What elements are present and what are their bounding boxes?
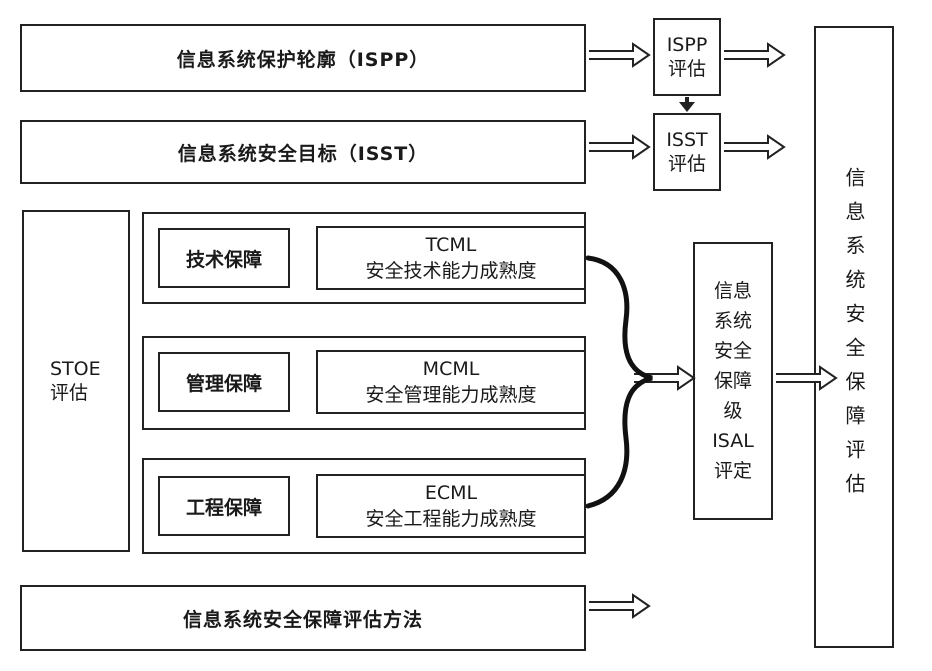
isal-line: 级 (723, 400, 743, 422)
ecml-box: ECML 安全工程能力成熟度 (316, 474, 586, 538)
stoe-eval-label: 评估 (50, 382, 89, 404)
arrow-ispp-eval-to-final (723, 43, 785, 67)
arrow-method-to-final (588, 594, 650, 618)
eng-assurance-box: 工程保障 (158, 476, 290, 536)
eng-assurance-label: 工程保障 (185, 496, 262, 519)
isal-line: 系统 (713, 310, 752, 332)
isst-row-label: 信息系统安全目标（ISST） (177, 142, 429, 165)
method-row-label: 信息系统安全保障评估方法 (182, 608, 423, 631)
ecml-desc: 安全工程能力成熟度 (365, 508, 537, 530)
ecml-code: ECML (424, 482, 478, 504)
mgmt-assurance-box: 管理保障 (158, 352, 290, 412)
isal-line: 安全 (713, 340, 752, 362)
mcml-box: MCML 安全管理能力成熟度 (316, 350, 586, 414)
ispp-eval-code: ISPP (666, 34, 708, 56)
tech-assurance-box: 技术保障 (158, 228, 290, 288)
stoe-eval-box: STOE 评估 (22, 210, 130, 552)
stoe-eval-code: STOE (50, 358, 101, 380)
method-row: 信息系统安全保障评估方法 (20, 585, 586, 651)
arrow-isst-eval-to-final (723, 135, 785, 159)
arrow-ispp-to-eval (588, 43, 650, 67)
tech-assurance-label: 技术保障 (185, 248, 262, 271)
arrow-brace-to-isal (633, 366, 695, 390)
tcml-box: TCML 安全技术能力成熟度 (316, 226, 586, 290)
ispp-row: 信息系统保护轮廓（ISPP） (20, 24, 586, 92)
isst-eval-box: ISST 评估 (653, 113, 721, 191)
ispp-eval-label: 评估 (667, 58, 706, 80)
tcml-desc: 安全技术能力成熟度 (365, 260, 537, 282)
final-assessment-label: 信息系统安全保障评估 (842, 167, 866, 507)
isal-line: 保障 (713, 370, 752, 392)
final-assessment-box: 信息系统安全保障评估 (814, 26, 894, 648)
arrow-isst-to-eval (588, 135, 650, 159)
isal-box: 信息 系统 安全 保障 级 ISAL 评定 (693, 242, 773, 520)
ispp-eval-box: ISPP 评估 (653, 18, 721, 96)
isal-line: 评定 (713, 460, 752, 482)
tcml-code: TCML (425, 234, 477, 256)
mcml-desc: 安全管理能力成熟度 (365, 384, 537, 406)
isal-line: 信息 (713, 280, 752, 302)
ispp-row-label: 信息系统保护轮廓（ISPP） (176, 48, 430, 71)
mcml-code: MCML (422, 358, 480, 380)
mgmt-assurance-label: 管理保障 (185, 372, 262, 395)
isal-line: ISAL (712, 430, 754, 452)
isst-eval-label: 评估 (667, 153, 706, 175)
isst-row: 信息系统安全目标（ISST） (20, 120, 586, 184)
isst-eval-code: ISST (666, 129, 708, 151)
brace-connector (585, 255, 653, 509)
arrow-ispp-eval-down (679, 97, 695, 112)
